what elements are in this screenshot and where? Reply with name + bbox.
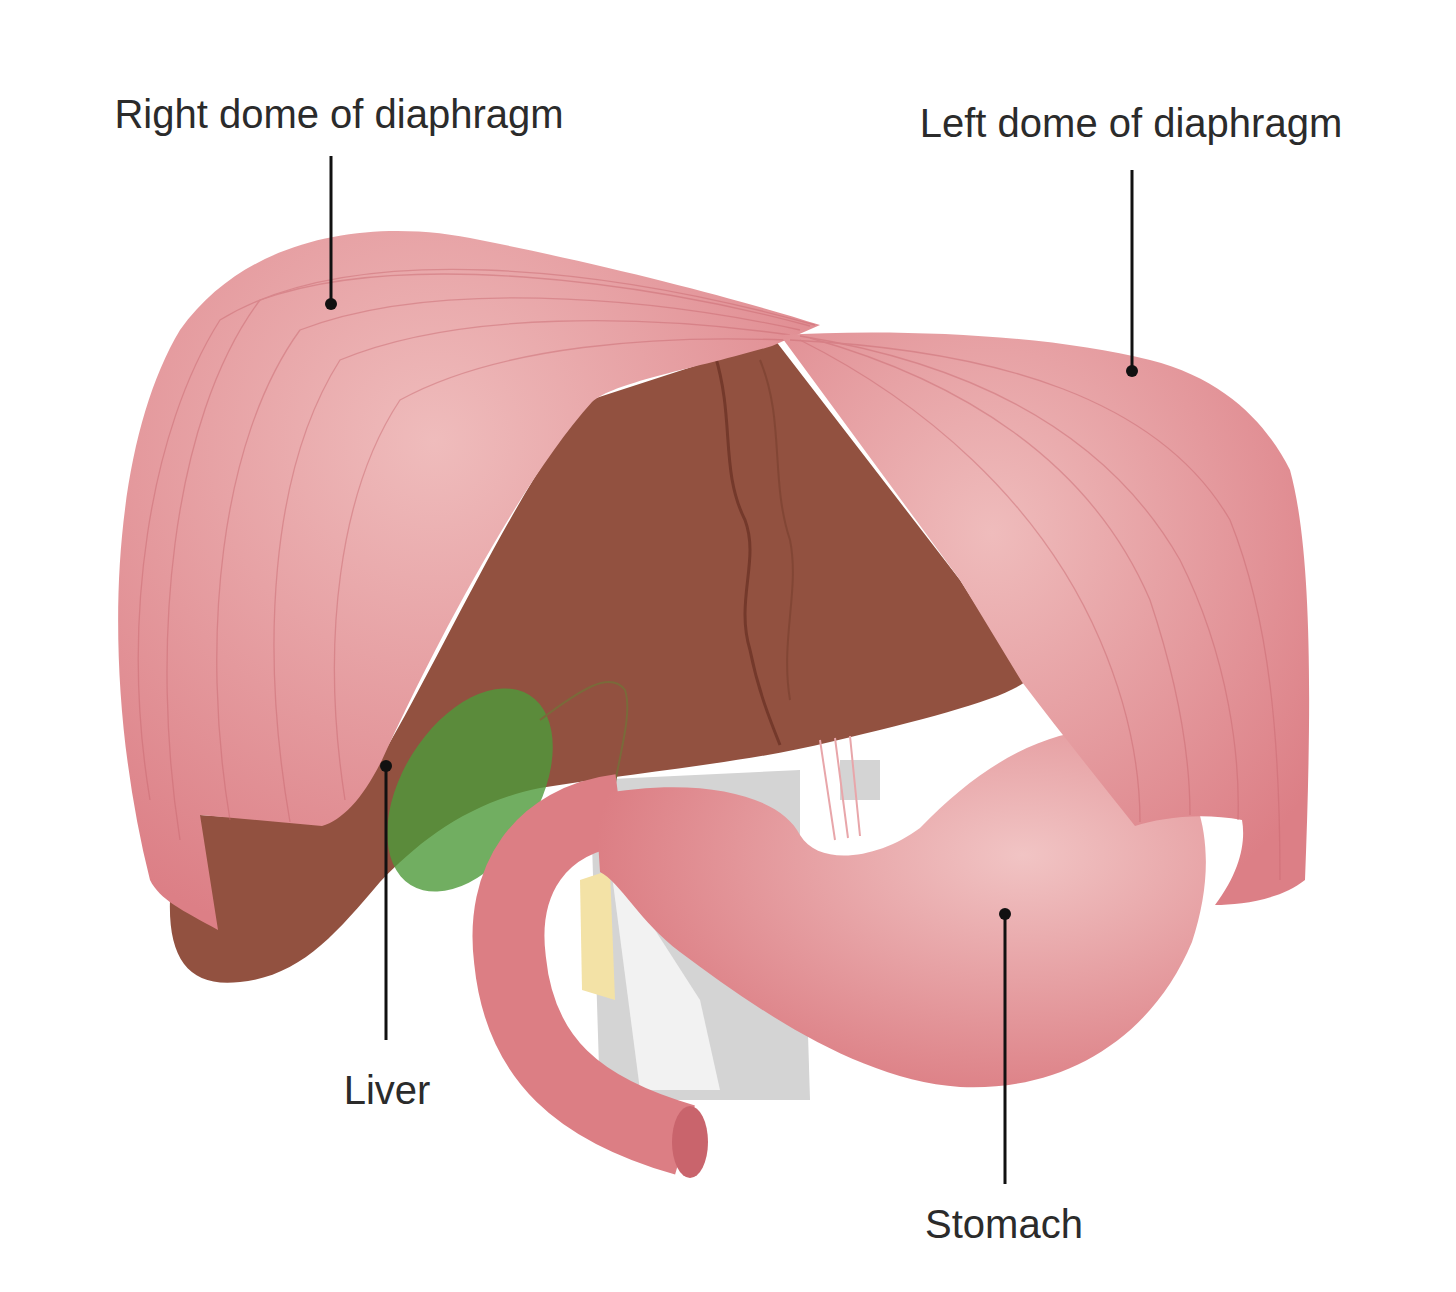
leader-line	[1004, 914, 1007, 1184]
left-dome	[780, 332, 1309, 905]
leader-dot	[325, 298, 337, 310]
leader-lines	[325, 156, 1138, 1184]
leader-line	[1131, 170, 1134, 371]
part-label: Left dome of diaphragm	[920, 99, 1342, 147]
liver-fissure	[715, 355, 780, 745]
vertebra-process	[840, 760, 880, 800]
leader-line	[330, 156, 333, 304]
muscle-fibers	[138, 269, 815, 840]
part-label: Right dome of diaphragm	[114, 90, 563, 138]
leader-dot	[1126, 365, 1138, 377]
leader-line	[385, 766, 388, 1040]
leader-dot	[999, 908, 1011, 920]
leader-dot	[380, 760, 392, 772]
duodenum-opening	[672, 1106, 708, 1178]
vertebra-disc	[580, 870, 615, 1000]
esophagus-fibers	[820, 736, 860, 840]
liver-fissure	[760, 360, 793, 700]
muscle-fibers	[790, 336, 1280, 880]
right-dome	[118, 231, 820, 930]
part-label: Liver	[344, 1066, 431, 1114]
part-label: Stomach	[925, 1200, 1083, 1248]
